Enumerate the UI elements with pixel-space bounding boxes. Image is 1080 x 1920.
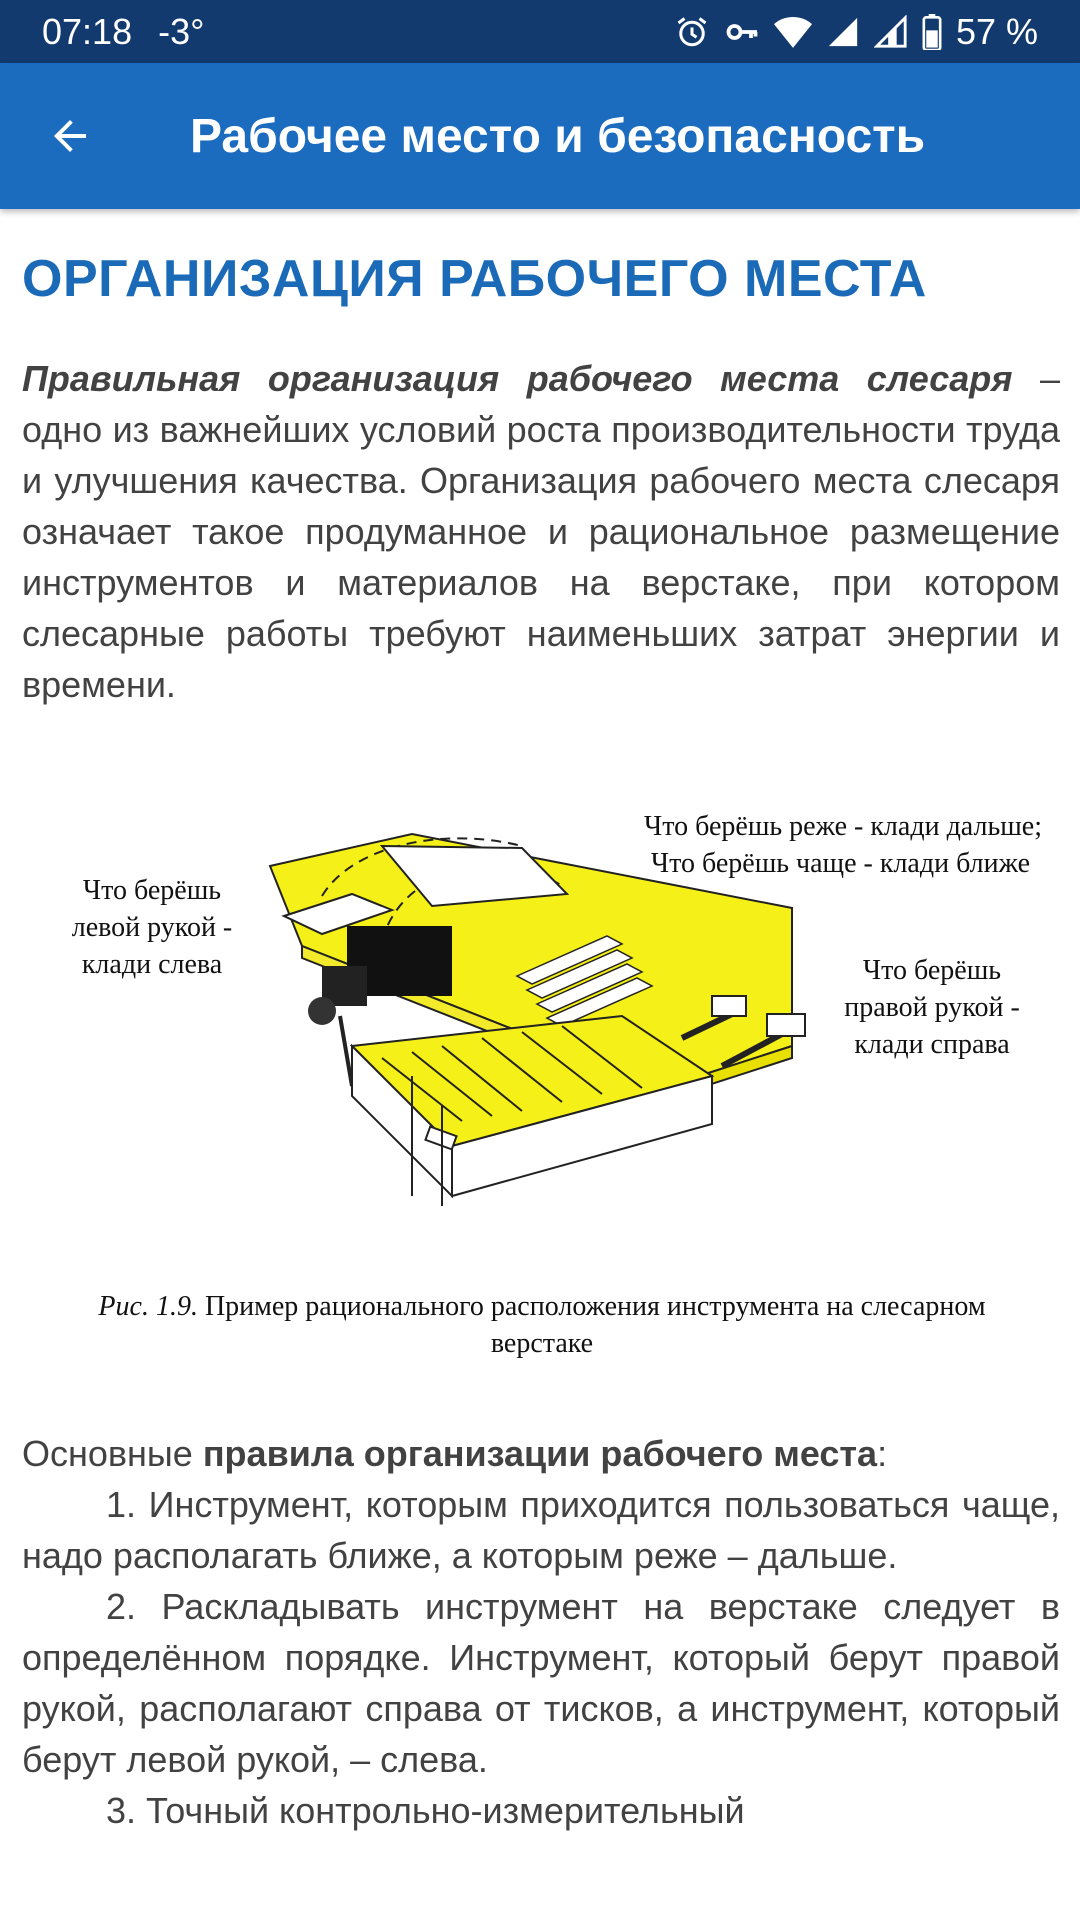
rules-intro: Основные правила организации рабочего ме… (22, 1428, 1060, 1479)
figure-label-line: правой рукой - (844, 992, 1020, 1023)
rules-suffix: : (877, 1433, 888, 1474)
signal-icon (873, 14, 908, 49)
battery-percent: 57 % (955, 10, 1038, 52)
figure-label-line: клади слева (81, 949, 223, 980)
status-bar: 07:18 -3° 57 % (0, 0, 1080, 63)
figure-label-line: Что берёшь (862, 955, 1002, 986)
workbench-figure: Что берёшь реже - клади дальше; Что берё… (22, 776, 1060, 1388)
alarm-icon (674, 14, 710, 50)
wifi-icon (773, 14, 812, 50)
figure-label-line: Что берёшь реже - клади дальше; (644, 811, 1042, 842)
back-button[interactable] (38, 104, 102, 168)
intro-text: – одно из важнейших условий роста произв… (22, 358, 1060, 705)
rule-item: 2. Раскладывать инструмент на верстаке с… (22, 1586, 1060, 1780)
figure-label-line: левой рукой - (71, 912, 233, 943)
figure-label-line: клади справа (854, 1029, 1010, 1060)
figure-caption-number: Рис. 1.9. (98, 1291, 198, 1322)
rule-item: 1. Инструмент, которым приходится пользо… (22, 1484, 1060, 1576)
signal-icon (826, 15, 860, 49)
rule-item: 3. Точный контрольно-измерительный (106, 1790, 745, 1831)
intro-paragraph: Правильная организация рабочего места сл… (22, 353, 1060, 710)
rules-prefix: Основные (22, 1433, 203, 1474)
workbench-illustration (268, 832, 806, 1206)
arrow-back-icon (54, 120, 86, 152)
figure-label-line: Что берёшь чаще - клади ближе (650, 848, 1030, 879)
article-heading: ОРГАНИЗАЦИЯ РАБОЧЕГО МЕСТА (22, 250, 927, 308)
rules-bold: правила организации рабочего места (202, 1433, 878, 1474)
intro-bold-text: Правильная организация рабочего места сл… (22, 358, 1013, 399)
vpn-key-icon (724, 14, 760, 50)
figure-caption-text: Пример рационального расположения инстру… (197, 1291, 986, 1359)
battery-icon (922, 13, 942, 50)
figure-caption: Рис. 1.9. Пример рационального расположе… (82, 1288, 1002, 1362)
figure-label-right: Что берёшь правой рукой - клади справа (822, 952, 1042, 1063)
status-time: 07:18 (42, 10, 133, 52)
figure-label-line: Что берёшь (82, 875, 222, 906)
rules-section: Основные правила организации рабочего ме… (22, 1428, 1060, 1836)
page-title: Рабочее место и безопасность (190, 109, 926, 163)
app-bar: Рабочее место и безопасность (0, 63, 1080, 209)
status-temperature: -3° (158, 10, 205, 52)
figure-label-top-right: Что берёшь реже - клади дальше; Что берё… (522, 808, 1042, 882)
article-content: ОРГАНИЗАЦИЯ РАБОЧЕГО МЕСТА Правильная ор… (22, 209, 1060, 1836)
figure-label-left: Что берёшь левой рукой - клади слева (52, 872, 252, 983)
